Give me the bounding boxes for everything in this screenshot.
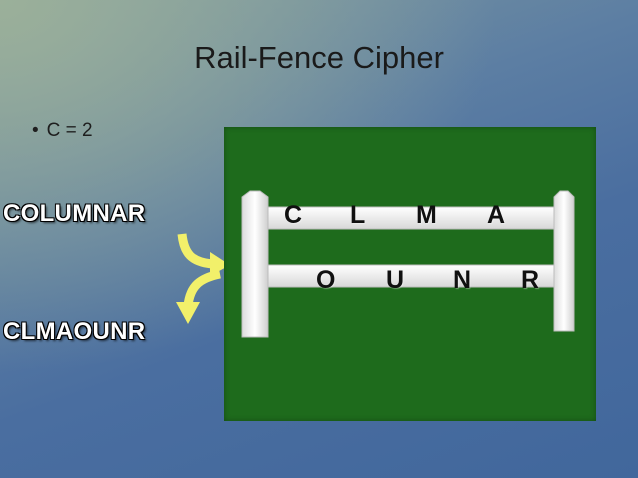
rail-bottom-letter: R	[521, 266, 540, 294]
rail-bottom-letter: U	[386, 266, 405, 294]
fence-icon	[241, 190, 575, 338]
rail-bottom-letter: N	[453, 266, 472, 294]
bullet-icon: •	[32, 120, 39, 141]
rail-top-letter: C	[284, 201, 303, 229]
bullet-item: • C = 2	[32, 120, 93, 142]
rail-bottom-letter: O	[316, 266, 336, 294]
arrows-graphic	[176, 233, 230, 324]
ciphertext-label: CLMAOUNR	[3, 318, 146, 345]
bullet-text: C = 2	[46, 120, 93, 141]
plaintext-label: COLUMNAR	[3, 200, 146, 227]
fence-panel: C L M A O U N R	[224, 127, 596, 421]
rail-top-letter: L	[350, 201, 366, 229]
curved-arrow-icon	[176, 269, 222, 324]
rail-top-letter: A	[487, 201, 506, 229]
curved-arrow-icon	[177, 233, 230, 276]
slide-title: Rail-Fence Cipher	[194, 40, 444, 75]
rail-top-letter: M	[416, 201, 437, 229]
